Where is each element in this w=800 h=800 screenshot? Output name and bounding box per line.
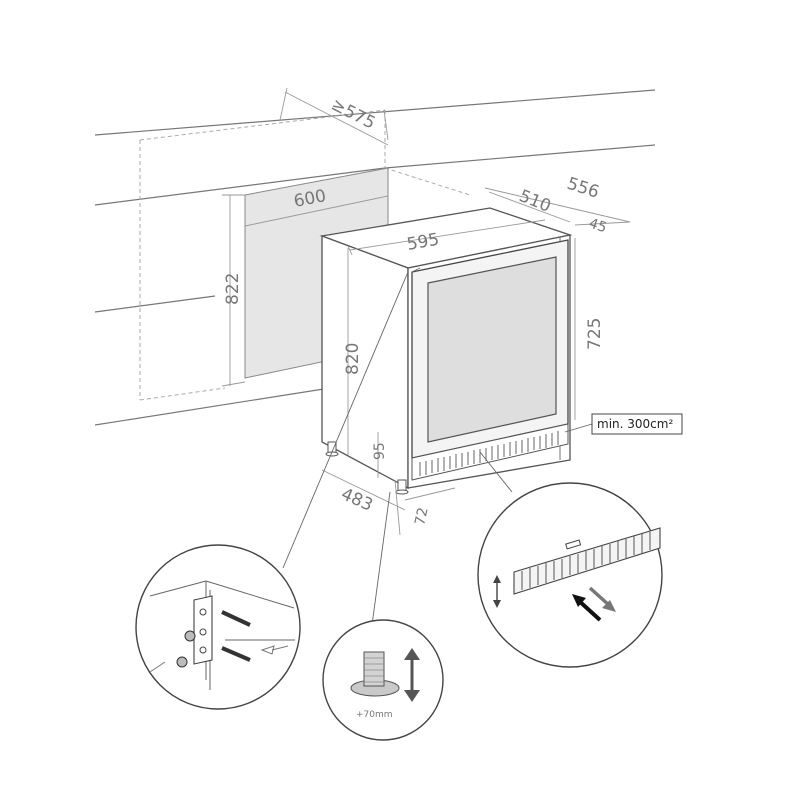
grille-vertical-arrow-icon xyxy=(493,575,501,608)
screw-upper xyxy=(184,610,251,642)
detail-bracket-mounting xyxy=(135,544,301,710)
worktop xyxy=(94,89,656,426)
dim-niche-height: 822 xyxy=(223,273,243,305)
dim-appliance-depth: 510 xyxy=(516,186,554,217)
dim-plinth-setback: 72 xyxy=(412,506,431,527)
dim-appliance-height: 820 xyxy=(343,343,363,375)
foot-adjust-label: +70mm xyxy=(356,710,393,720)
ventilation-label: min. 300cm² xyxy=(597,417,673,431)
detail-adjustable-foot xyxy=(322,619,444,741)
dim-foot-depth: 483 xyxy=(338,484,376,515)
niche-dimension-lines xyxy=(221,87,389,387)
ventilation-callout xyxy=(564,413,683,435)
screw-lower xyxy=(176,646,251,668)
appliance-dimension-lines xyxy=(321,187,631,536)
dim-plinth-height: 95 xyxy=(372,442,388,460)
height-adjust-arrow-icon xyxy=(404,648,420,702)
appliance-feet xyxy=(325,441,409,495)
grille-insert-arrow-icon xyxy=(572,594,602,622)
leader-lines xyxy=(282,271,513,626)
dim-depth-door-open: 556 xyxy=(564,174,601,203)
grille-remove-arrow-icon xyxy=(588,586,616,612)
detail-grille-removal xyxy=(477,482,663,668)
dim-niche-depth: ≥575 xyxy=(328,95,379,134)
dim-glass-height: 725 xyxy=(585,318,605,350)
dim-door-thickness: 45 xyxy=(587,216,609,237)
glass-door xyxy=(411,239,569,459)
